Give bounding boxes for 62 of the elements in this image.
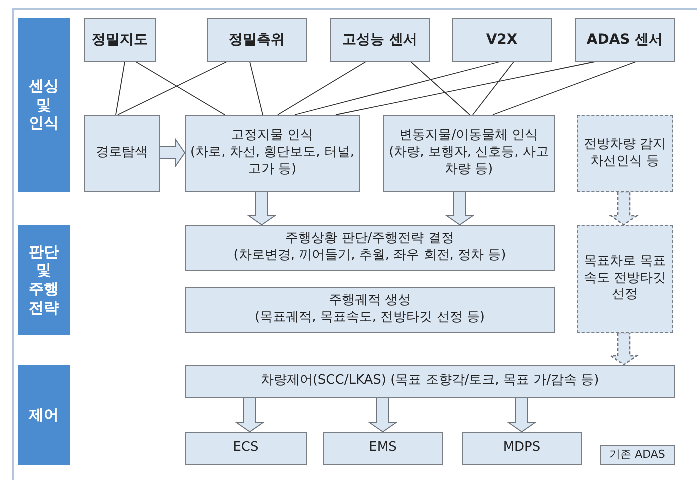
stage-label: 제어 — [28, 406, 60, 424]
process-box — [185, 225, 555, 271]
process-box — [600, 445, 675, 465]
connector-line — [410, 62, 470, 116]
process-box — [84, 18, 156, 62]
connector-line — [472, 62, 514, 116]
box-detail: (차로변경, 끼어들기, 추월, 좌우 회전, 정차 등) — [234, 248, 506, 265]
box-title: EMS — [369, 440, 397, 457]
box-detail: (차로, 차선, 횡단보도, 터널, 고가 등) — [190, 145, 355, 179]
box-title: ADAS 센서 — [586, 30, 664, 50]
block-arrow — [160, 138, 186, 168]
box-detail: (차량, 보행자, 신호등, 사고차량 등) — [388, 145, 550, 179]
box-title: ECS — [233, 440, 259, 457]
stage-label: 센싱 및 인식 — [28, 76, 60, 134]
box-title: V2X — [486, 30, 518, 50]
connector-line — [294, 62, 500, 116]
block-arrow — [368, 398, 398, 433]
connector-line — [116, 62, 126, 116]
stage-band — [18, 225, 70, 335]
box-detail: (목표궤적, 목표속도, 전방타깃 선정 등) — [255, 310, 485, 327]
box-title: 정밀측위 — [229, 30, 285, 50]
process-box — [452, 18, 552, 62]
block-arrow — [235, 398, 265, 433]
process-box — [462, 432, 582, 465]
box-title: 기존 ADAS — [610, 448, 666, 462]
process-box — [575, 18, 675, 62]
process-box — [330, 18, 430, 62]
process-box — [207, 18, 307, 62]
box-title: 경로탐색 — [96, 145, 148, 162]
box-title: 주행궤적 생성 — [328, 293, 412, 310]
stage-band — [18, 18, 70, 192]
process-box — [185, 115, 360, 192]
connector-line — [278, 62, 366, 116]
box-title: 주행상황 판단/주행전략 결정 — [286, 231, 454, 248]
dashed-box — [577, 225, 673, 333]
box-title: 정밀지도 — [92, 30, 148, 50]
stage-band — [18, 365, 70, 465]
connector-line — [250, 62, 264, 116]
box-title: 변동지물/이동물체 인식 — [400, 128, 538, 146]
process-box — [84, 115, 160, 192]
connector-line — [136, 62, 226, 116]
box-title: 목표차로 목표속도 전방타깃 선정 — [582, 254, 668, 304]
box-title: 고정지물 인식 — [231, 128, 314, 146]
box-title: MDPS — [503, 440, 541, 457]
process-box — [323, 432, 443, 465]
box-title: 차량제어(SCC/LKAS) (목표 조향각/토크, 목표 가/감속 등) — [260, 373, 600, 390]
process-box — [185, 287, 555, 333]
process-box — [185, 432, 307, 465]
connector-line — [492, 62, 636, 116]
block-arrow — [445, 192, 475, 226]
process-box — [383, 115, 555, 192]
connector-line — [336, 62, 596, 116]
connector-line — [118, 62, 228, 116]
block-arrow — [247, 192, 277, 226]
dashed-box — [577, 115, 673, 192]
box-title: 전방차량 감지 차선인식 등 — [582, 136, 668, 170]
block-arrow — [608, 191, 640, 226]
stage-label: 판단 및 주행전략 — [28, 242, 60, 318]
process-box — [185, 365, 675, 398]
block-arrow — [608, 332, 640, 366]
block-arrow — [507, 398, 537, 433]
box-title: 고성능 센서 — [342, 30, 418, 50]
